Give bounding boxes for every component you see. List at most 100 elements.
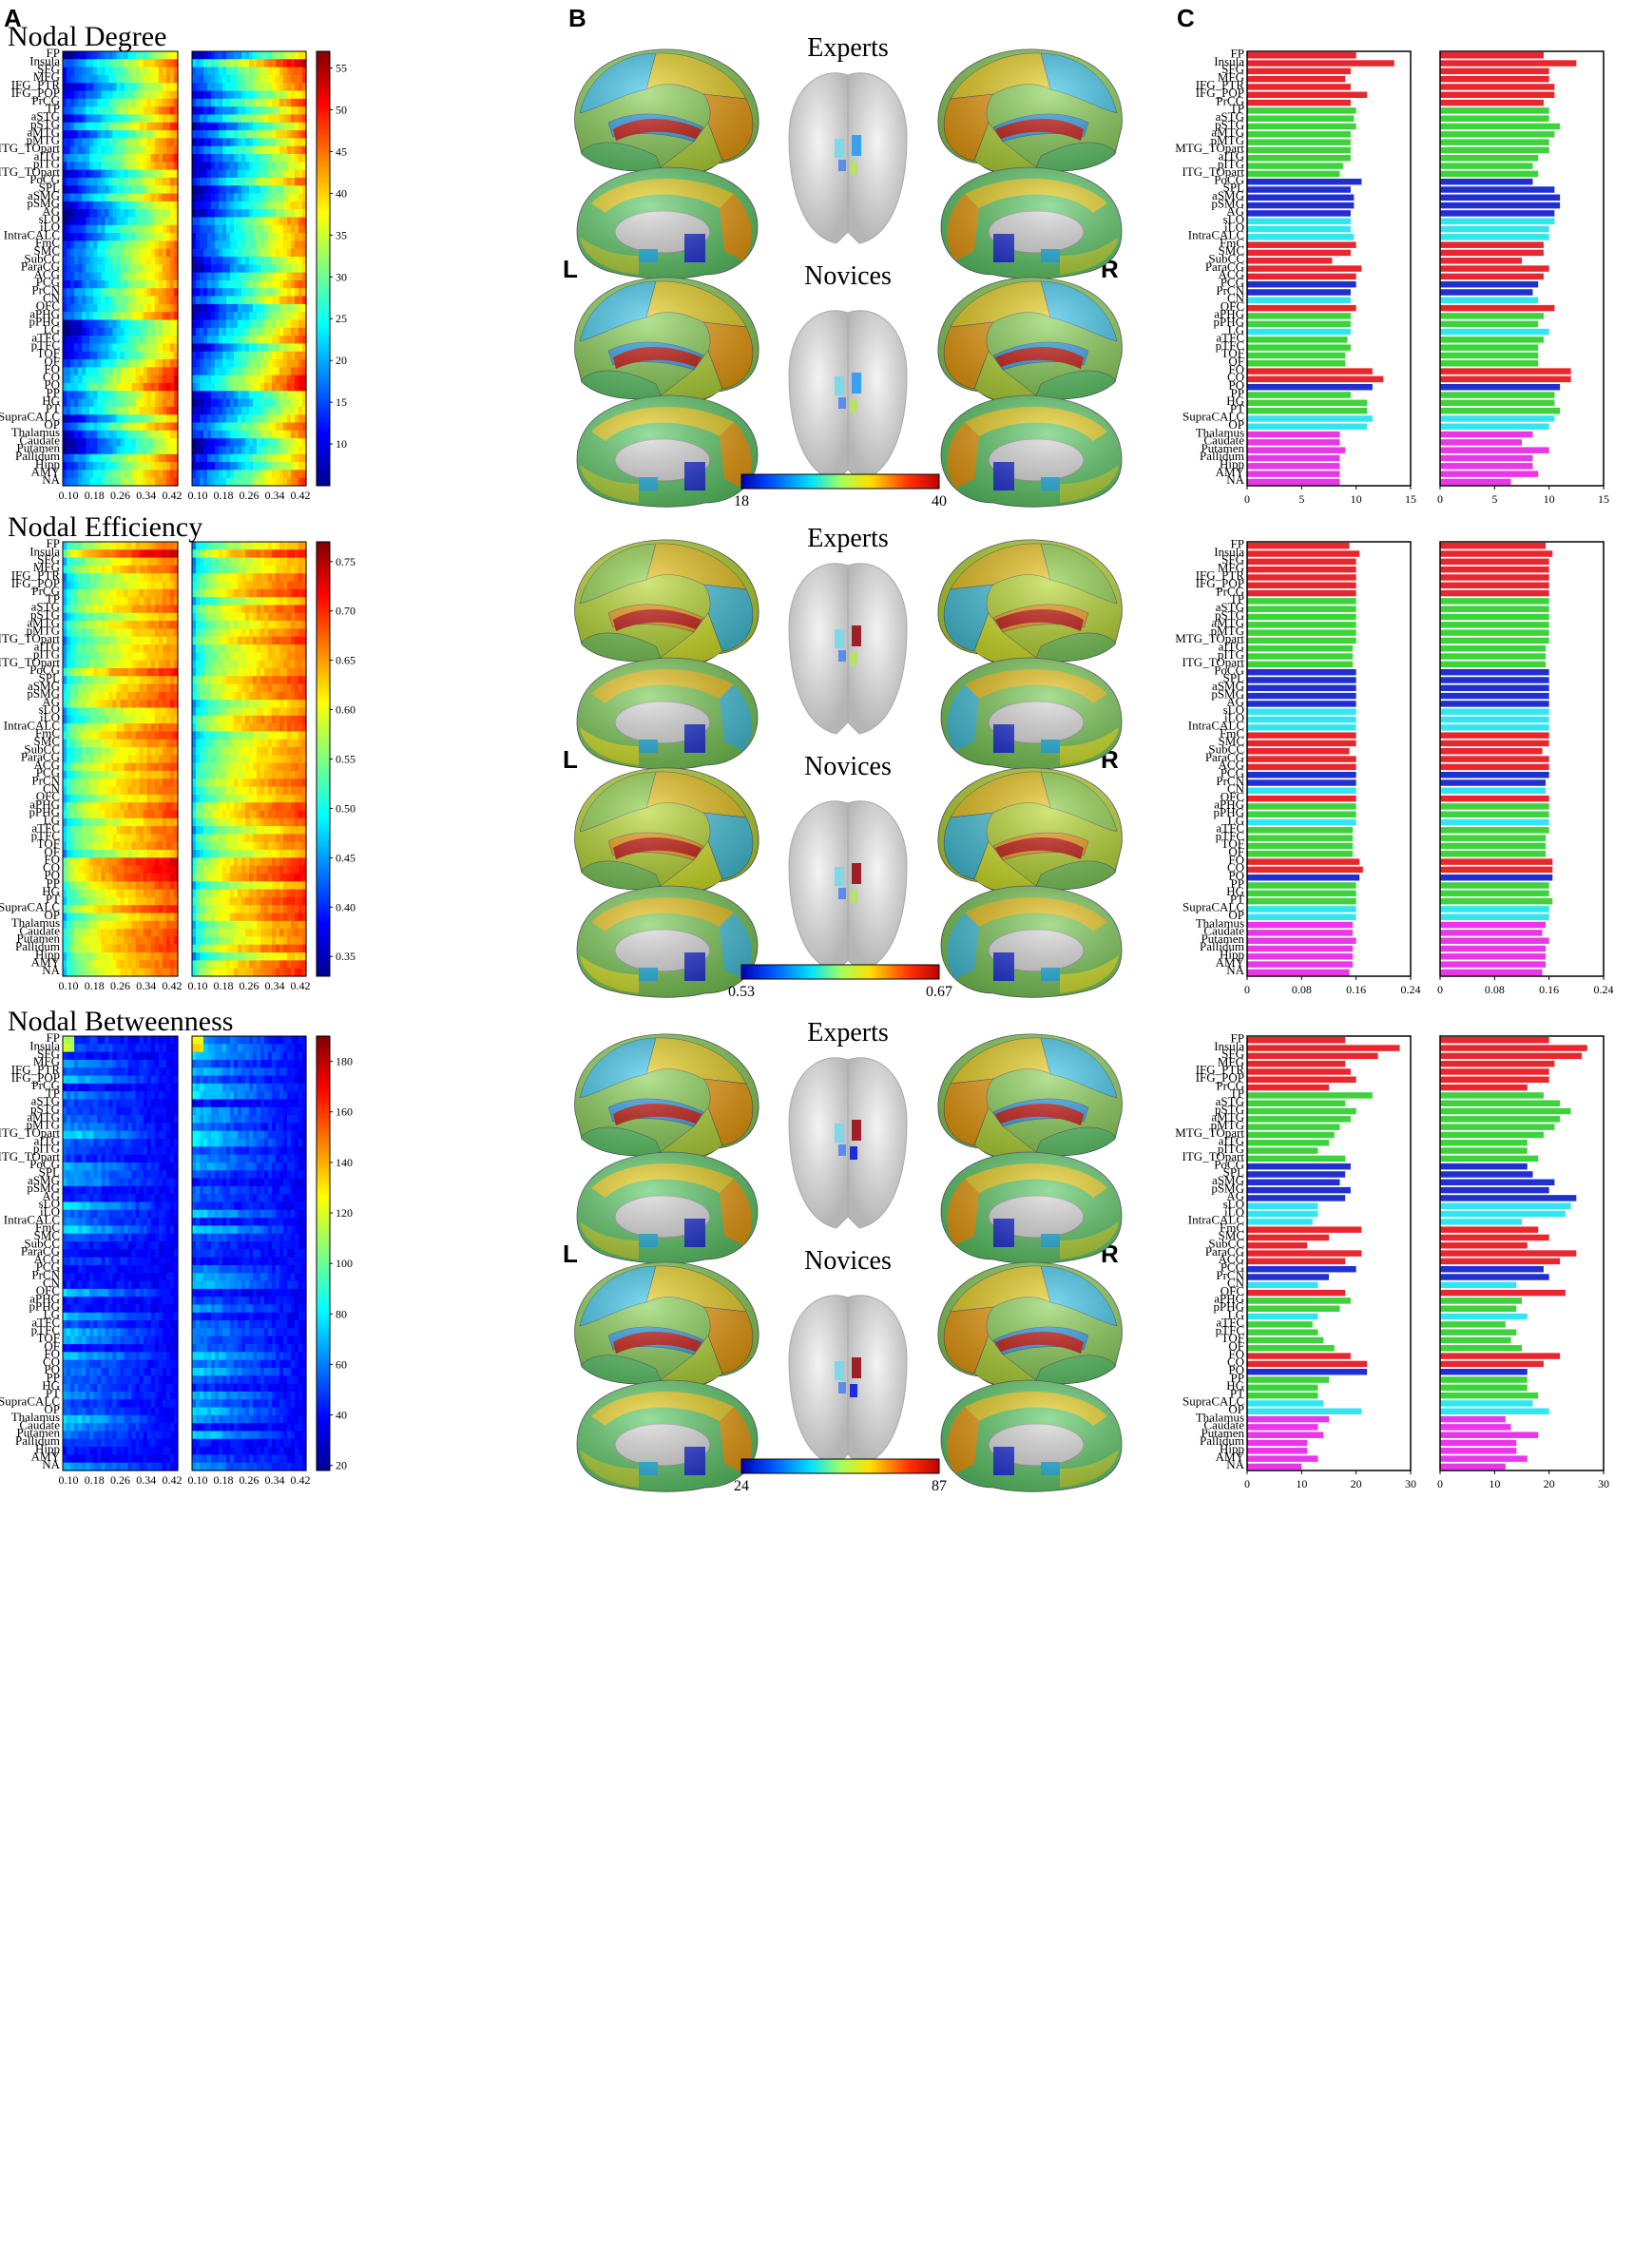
heatmap-cell [163, 99, 167, 107]
heatmap-cell [203, 83, 208, 91]
heatmap-cell [287, 138, 292, 146]
heatmap-cell [112, 162, 117, 170]
heatmap-cell [163, 470, 167, 478]
heatmap-cell [159, 850, 163, 858]
heatmap-cell [108, 328, 113, 336]
heatmap-cell [89, 850, 94, 858]
heatmap-cell [276, 91, 280, 100]
heatmap-cell [97, 138, 102, 146]
heatmap-cell [108, 778, 113, 787]
heatmap-cell [241, 264, 246, 273]
heatmap-cell [89, 707, 94, 716]
heatmap-cell [207, 194, 212, 202]
heatmap-cell [159, 668, 163, 677]
heatmap-cell [219, 130, 223, 139]
heatmap-cell [116, 842, 121, 851]
heatmap-cell [170, 462, 175, 471]
heatmap-cell [170, 312, 175, 320]
heatmap-cell [170, 249, 175, 258]
heatmap-cell [291, 170, 296, 179]
heatmap-cell [128, 240, 133, 249]
heatmap-cell [163, 273, 167, 281]
heatmap-cell [147, 787, 152, 796]
heatmap-cell [89, 343, 94, 352]
heatmap-cell [257, 51, 261, 60]
heatmap-cell [147, 826, 152, 835]
heatmap-cell [121, 723, 125, 732]
heatmap-cell [207, 478, 212, 487]
heatmap-cell [159, 589, 163, 598]
heatmap-cell [116, 668, 121, 677]
heatmap-cell [151, 162, 156, 170]
heatmap-cell [234, 170, 239, 179]
heatmap-cell [132, 336, 137, 344]
heatmap-cell [279, 154, 284, 163]
heatmap-cell [276, 359, 280, 368]
heatmap-cell [279, 367, 284, 375]
heatmap-cell [260, 75, 265, 84]
heatmap-cell [67, 154, 71, 163]
heatmap-cell [121, 811, 125, 819]
heatmap-cell [196, 170, 201, 179]
heatmap-cell [159, 866, 163, 875]
heatmap-x-tick: 0.34 [265, 489, 285, 502]
heatmap-cell [298, 320, 303, 329]
heatmap-cell [155, 217, 160, 225]
heatmap-cell [108, 549, 113, 558]
heatmap-cell [230, 407, 235, 415]
heatmap-cell [128, 297, 133, 305]
heatmap-cell [272, 91, 277, 100]
heatmap-cell [74, 138, 79, 146]
heatmap-cell [136, 857, 141, 866]
heatmap-cell [144, 399, 148, 408]
heatmap-cell [82, 130, 87, 139]
heatmap-cell [86, 202, 90, 210]
heatmap-cell [249, 383, 254, 392]
heatmap-cell [260, 59, 265, 67]
heatmap-cell [128, 707, 133, 716]
heatmap-cell [253, 75, 258, 84]
heatmap-cell [112, 802, 117, 811]
heatmap-cell [89, 866, 94, 875]
heatmap-cell [86, 114, 90, 123]
heatmap-cell [97, 470, 102, 478]
heatmap-cell [287, 67, 292, 76]
heatmap-cell [166, 795, 171, 803]
heatmap-cell [97, 328, 102, 336]
heatmap-cell [279, 399, 284, 408]
heatmap-cell [234, 304, 239, 313]
heatmap-cell [264, 454, 269, 463]
heatmap-cell [82, 320, 87, 329]
heatmap-cell [78, 414, 83, 423]
heatmap-cell [97, 755, 102, 763]
heatmap-cell [159, 676, 163, 684]
heatmap-cell [67, 297, 71, 305]
heatmap-cell [112, 613, 117, 622]
heatmap-cell [200, 146, 204, 155]
heatmap-cell [140, 67, 144, 76]
heatmap-cell [116, 217, 121, 225]
heatmap-cell [200, 75, 204, 84]
heatmap-cell [132, 834, 137, 842]
heatmap-cell [276, 138, 280, 146]
heatmap-cell [230, 446, 235, 454]
heatmap-cell [159, 359, 163, 368]
heatmap-cell [97, 367, 102, 375]
heatmap-cell [63, 209, 67, 218]
heatmap-cell [219, 123, 223, 131]
heatmap-cell [260, 249, 265, 258]
heatmap-cell [105, 431, 109, 439]
heatmap-cell [234, 51, 239, 60]
heatmap-cell [108, 352, 113, 360]
heatmap-cell [295, 249, 299, 258]
heatmap-cell [222, 359, 227, 368]
heatmap-cell [298, 367, 303, 375]
heatmap-cell [74, 850, 79, 858]
heatmap-cell [207, 288, 212, 297]
heatmap-cell [260, 328, 265, 336]
heatmap-cell [93, 359, 98, 368]
heatmap-cell [170, 343, 175, 352]
heatmap-cell [125, 676, 129, 684]
heatmap-cell [159, 130, 163, 139]
heatmap-cell [116, 549, 121, 558]
